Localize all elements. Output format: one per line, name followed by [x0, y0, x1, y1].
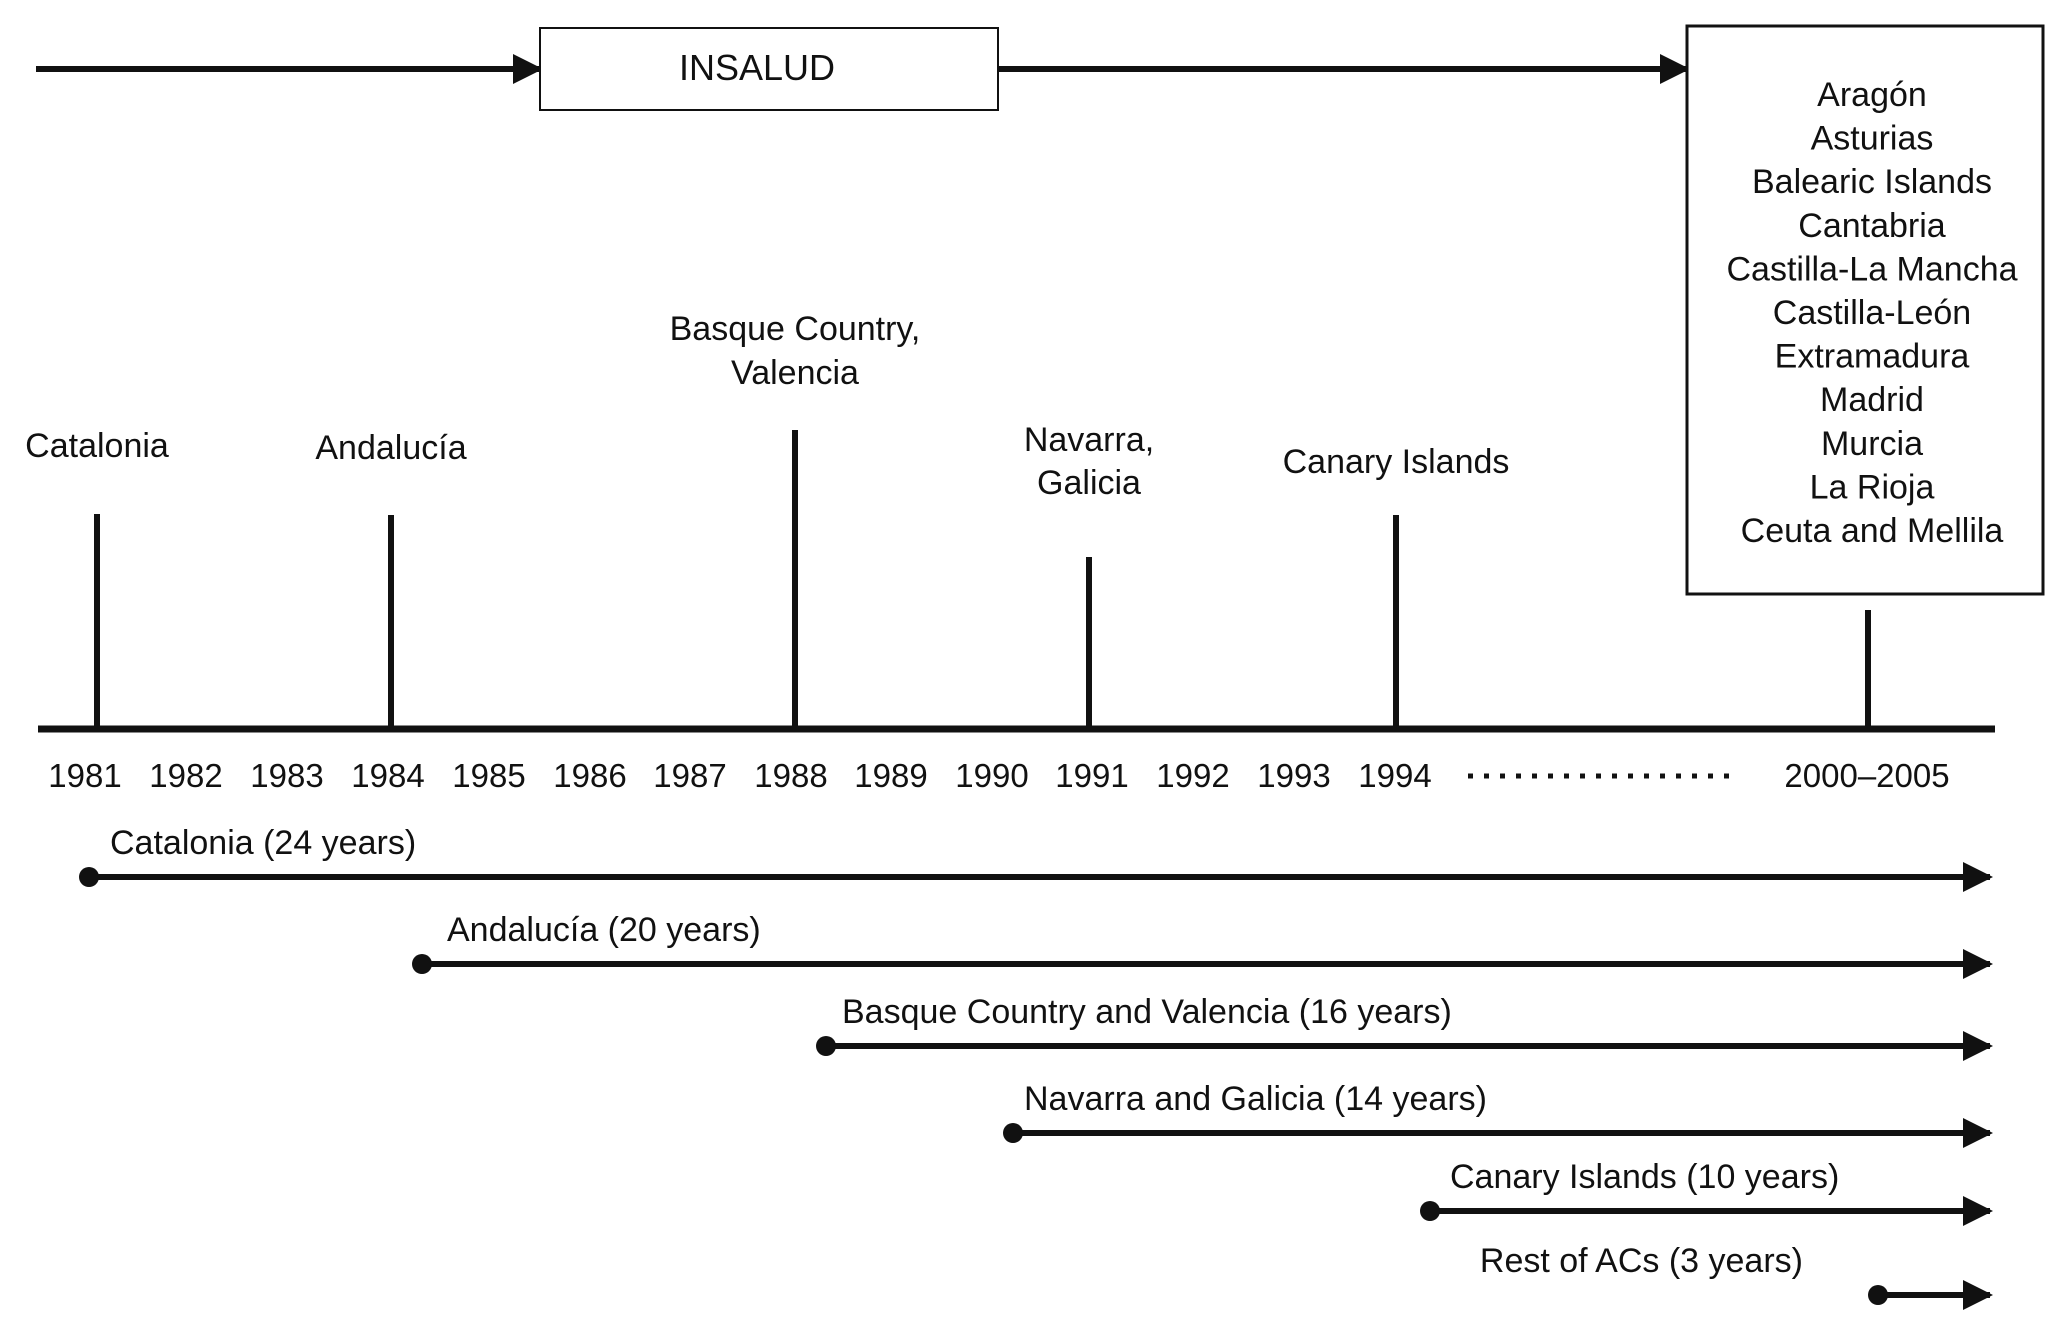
region-milestones: Catalonia Andalucía Basque Country, Valenci… — [25, 310, 1871, 729]
duration-label: Andalucía (20 years) — [447, 911, 761, 949]
duration-start-dot — [1420, 1201, 1440, 1221]
region-label: Canary Islands — [1283, 443, 1510, 481]
region-label: Galicia — [1037, 464, 1141, 502]
duration-bars: Catalonia (24 years) Andalucía (20 years)… — [79, 824, 1993, 1310]
region-label: Valencia — [731, 354, 859, 392]
rest-region-item: Balearic Islands — [1752, 163, 1992, 201]
duration-start-dot — [412, 954, 432, 974]
rest-region-item: Murcia — [1821, 425, 1923, 463]
rest-region-item: Asturias — [1811, 120, 1934, 158]
year-label: 1994 — [1358, 757, 1431, 794]
rest-region-item: Aragón — [1817, 76, 1927, 114]
year-label: 1982 — [149, 757, 222, 794]
year-label: 1992 — [1156, 757, 1229, 794]
duration-start-dot — [79, 867, 99, 887]
year-label: 1987 — [653, 757, 726, 794]
duration-label: Basque Country and Valencia (16 years) — [842, 993, 1452, 1031]
year-label: 1981 — [48, 757, 121, 794]
rest-region-item: Ceuta and Mellila — [1741, 512, 2004, 550]
year-label: 1985 — [452, 757, 525, 794]
duration-label: Canary Islands (10 years) — [1450, 1158, 1839, 1196]
year-label: 1988 — [754, 757, 827, 794]
rest-region-item: Castilla-León — [1773, 294, 1971, 332]
duration-label: Navarra and Galicia (14 years) — [1024, 1080, 1487, 1118]
region-label: Navarra, — [1024, 421, 1154, 459]
year-label: 1993 — [1257, 757, 1330, 794]
region-label: Andalucía — [315, 429, 466, 467]
duration-label: Catalonia (24 years) — [110, 824, 416, 862]
year-axis-labels: 1981 1982 1983 1984 1985 1986 1987 1988 1989 1990… — [48, 757, 1949, 794]
rest-region-item: Madrid — [1820, 381, 1924, 419]
insalud-band: INSALUD — [36, 27, 1690, 111]
region-label: Basque Country, — [670, 310, 921, 348]
rest-region-item: Cantabria — [1798, 207, 1946, 245]
year-label: 1984 — [351, 757, 424, 794]
region-label: Catalonia — [25, 427, 169, 465]
year-label: 1986 — [553, 757, 626, 794]
rest-region-item: Castilla-La Mancha — [1726, 250, 2017, 288]
duration-label: Rest of ACs (3 years) — [1480, 1242, 1803, 1280]
year-label: 1983 — [250, 757, 323, 794]
duration-start-dot — [1868, 1285, 1888, 1305]
rest-region-item: Extramadura — [1775, 338, 1970, 376]
year-label: 1990 — [955, 757, 1028, 794]
insalud-label: INSALUD — [679, 47, 835, 88]
rest-region-item: La Rioja — [1810, 468, 1935, 506]
duration-start-dot — [816, 1036, 836, 1056]
year-label: 2000–2005 — [1784, 757, 1949, 794]
year-label: 1991 — [1055, 757, 1128, 794]
duration-start-dot — [1003, 1123, 1023, 1143]
rest-regions-frame — [1685, 24, 2045, 596]
year-label: 1989 — [854, 757, 927, 794]
